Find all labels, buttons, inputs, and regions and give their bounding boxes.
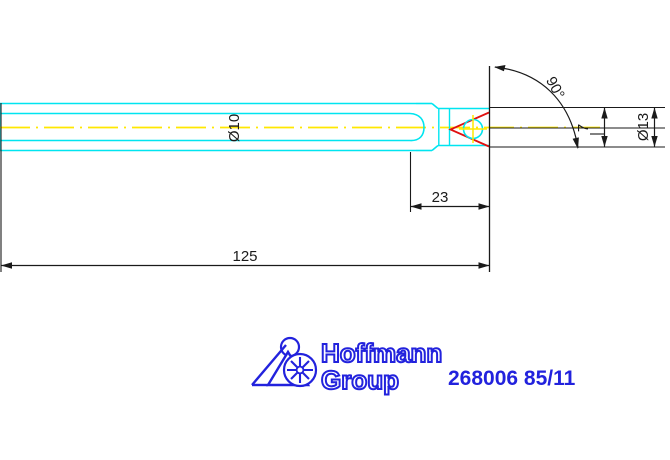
part-tip-point: [448, 111, 490, 148]
dimension-shaft-diameter: Ø10: [226, 114, 243, 142]
logo-mark: [251, 336, 318, 388]
extension-lines: [0, 66, 665, 272]
dimension-overall-length: 125: [1, 248, 490, 269]
tip-bore-circle: [459, 115, 487, 143]
hoffmann-group-logo: Hoffmann Group: [251, 336, 443, 396]
part-neck: [409, 102, 489, 152]
part-shaft: [0, 102, 416, 152]
dimension-point-angle-text: 90°: [542, 74, 568, 102]
dimension-shaft-diameter-text: Ø10: [226, 114, 243, 142]
logo-wordmark-line1: Hoffmann: [321, 338, 442, 368]
logo-wordmark-line2: Group: [321, 365, 399, 395]
dimension-head-diameter-text: Ø13: [635, 113, 652, 141]
dimension-tip-height: 7: [575, 107, 608, 147]
dimension-head-diameter: Ø13: [635, 107, 658, 147]
dimension-tip-length-text: 23: [432, 189, 449, 206]
dimension-overall-length-text: 125: [232, 248, 257, 265]
part-number-label: 268006 85/11: [448, 367, 576, 390]
dimension-tip-length: 23: [410, 189, 490, 210]
dimension-tip-height-text: 7: [575, 124, 592, 132]
